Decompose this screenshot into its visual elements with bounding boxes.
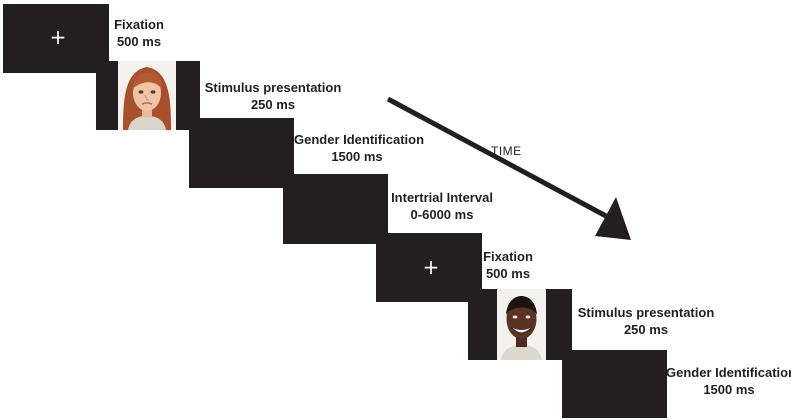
step-label-4: Intertrial Interval 0-6000 ms bbox=[388, 189, 496, 223]
time-arrow-head bbox=[595, 197, 631, 240]
screen-fixation-1: + bbox=[3, 4, 109, 73]
screen-gender-id-1 bbox=[189, 118, 294, 188]
step-duration: 500 ms bbox=[116, 34, 162, 49]
step-label-6: Stimulus presentation 250 ms bbox=[575, 304, 717, 338]
step-name: Fixation bbox=[483, 249, 533, 264]
step-duration: 500 ms bbox=[485, 266, 531, 281]
step-label-1: Fixation 500 ms bbox=[110, 16, 168, 50]
male-face-photo bbox=[497, 289, 546, 360]
screen-fixation-2: + bbox=[376, 233, 482, 302]
step-duration: 1500 ms bbox=[331, 149, 383, 164]
face-image-male bbox=[497, 289, 546, 360]
fixation-cross: + bbox=[49, 25, 67, 49]
screen-gender-id-2 bbox=[562, 350, 667, 418]
step-label-3: Gender Identification 1500 ms bbox=[294, 131, 425, 165]
face-image-female bbox=[118, 61, 176, 130]
step-duration: 0-6000 ms bbox=[410, 207, 474, 222]
step-label-5: Fixation 500 ms bbox=[479, 248, 537, 282]
step-duration: 250 ms bbox=[250, 97, 296, 112]
time-label: TIME bbox=[491, 144, 522, 158]
step-name: Intertrial Interval bbox=[391, 190, 493, 205]
step-duration: 250 ms bbox=[623, 322, 669, 337]
female-face-photo bbox=[118, 61, 176, 130]
step-name: Stimulus presentation bbox=[577, 305, 715, 320]
screen-intertrial-interval bbox=[283, 174, 388, 244]
fixation-cross: + bbox=[422, 255, 440, 279]
time-arrow-shaft bbox=[386, 96, 608, 219]
step-duration: 1500 ms bbox=[703, 382, 755, 397]
step-name: Stimulus presentation bbox=[204, 80, 342, 95]
step-name: Fixation bbox=[114, 17, 164, 32]
step-name: Gender Identification bbox=[294, 132, 425, 147]
step-label-2: Stimulus presentation 250 ms bbox=[202, 79, 344, 113]
step-name: Gender Identification bbox=[666, 365, 791, 380]
screen-stimulus-1 bbox=[96, 61, 200, 130]
screen-stimulus-2 bbox=[468, 289, 572, 360]
step-label-7: Gender Identification 1500 ms bbox=[666, 364, 791, 398]
